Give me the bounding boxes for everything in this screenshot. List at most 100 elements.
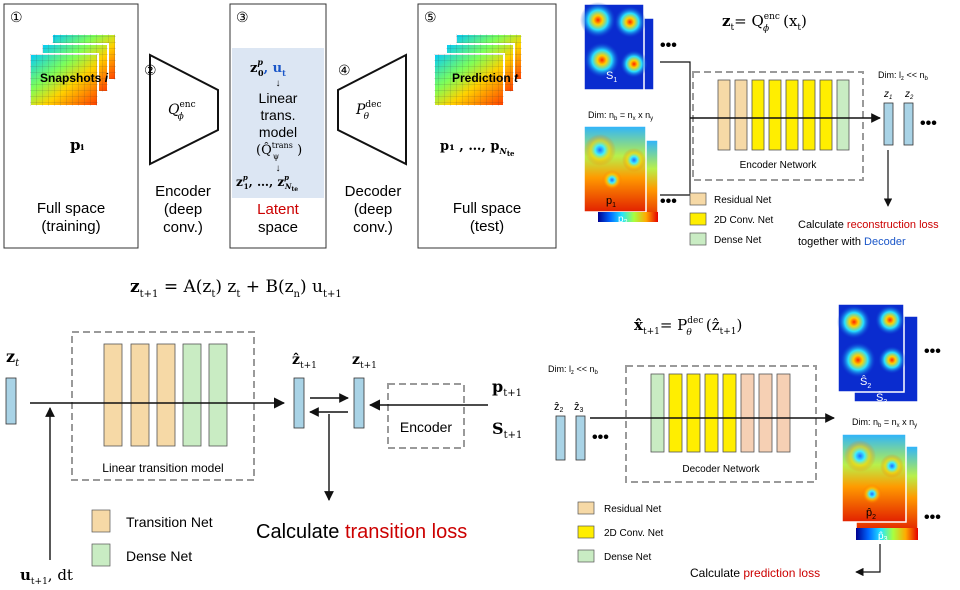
calc-transition-loss: transition loss: [345, 521, 467, 543]
svg-text:zp0, ut: zp0, ut: [250, 57, 286, 78]
enc-latent-dim-rest: << n: [904, 70, 925, 80]
p-sequence: p₁ , …, p: [440, 139, 500, 154]
dec-eq-arg-sub: t+1: [720, 327, 737, 337]
svg-text:Calculate prediction loss: Calculate prediction loss: [690, 566, 820, 580]
dec-z2: ẑ: [554, 401, 560, 413]
trans-p-input: p: [492, 377, 503, 396]
p-dec-sub: θ: [364, 112, 370, 122]
decoder-caption-2: (deep: [354, 201, 392, 218]
calc-recon-loss: reconstruction loss: [847, 219, 939, 231]
enc-dim-sub: b: [614, 116, 618, 122]
dec-latent-dim-sub: z: [571, 370, 574, 376]
trans-z1: z: [352, 352, 360, 368]
legend-conv: 2D Conv. Net: [714, 215, 774, 226]
trans-zt-sub: t: [15, 358, 20, 369]
latent-model-line3: model: [259, 124, 297, 140]
p-sequence-sub2: te: [507, 149, 515, 158]
u-symbol: , u: [264, 61, 283, 76]
enc-eq-phi: ϕ: [763, 24, 769, 34]
linear-transition-box: [71, 331, 255, 481]
legend-residual: Residual Net: [714, 195, 771, 206]
svg-text:Calculate reconstruction loss: Calculate reconstruction loss: [798, 219, 939, 231]
svg-text:Ŝ3: Ŝ3: [876, 391, 887, 406]
encoder-caption-2: (deep: [164, 201, 202, 218]
step-3-number: ③: [236, 9, 249, 25]
s2-sub: 2: [629, 98, 633, 105]
snapshot-stack: [29, 33, 117, 107]
enc-dim-label: Dim: n: [588, 110, 614, 120]
p-hat-ellipsis: •••: [924, 509, 941, 526]
full-space-training-line2: (training): [41, 218, 100, 235]
dec-eq-theta: θ: [686, 328, 692, 338]
trans-s-sub: t+1: [504, 430, 523, 441]
snapshots-title: Snapshots: [40, 71, 102, 85]
q-enc-sub: ϕ: [178, 112, 184, 122]
prediction-title: Prediction: [452, 71, 511, 85]
decoder-network-box: [625, 365, 817, 483]
prediction-var: t: [514, 71, 519, 85]
enc-eq-sub: t: [731, 23, 735, 33]
zn-sub: N: [284, 182, 292, 191]
trans-encoder-label: Encoder: [400, 419, 452, 435]
enc-latent-dim-sub2: b: [925, 76, 929, 82]
p-sequence-sub: N: [499, 146, 508, 156]
step-2-number: ②: [144, 62, 157, 78]
zt-vector: [5, 377, 17, 425]
q-trans-symbol: (Q̂: [256, 142, 272, 158]
svg-text:Dim: lz << nb: Dim: lz << nb: [878, 70, 929, 82]
p2-label: p: [618, 214, 624, 225]
svg-text:Dim: nb = nx x ny: Dim: nb = nx x ny: [852, 417, 917, 429]
svg-text:zt+1: zt+1: [352, 352, 377, 371]
encoder-caption-1: Encoder: [155, 183, 211, 200]
enc-dim-rest: = n: [617, 110, 632, 120]
p-i-symbol: pᵢ: [70, 136, 84, 154]
dec-eq-p: = P: [660, 316, 687, 334]
trans-zhat-sub: t+1: [300, 361, 317, 371]
z-ellipsis: •••: [920, 115, 937, 132]
p-hat-2-sub: 2: [872, 514, 876, 521]
dec-dim-sub: b: [878, 423, 882, 429]
s1-sub: 1: [613, 77, 617, 84]
svg-text:p̂3: p̂3: [878, 530, 888, 543]
p-ellipsis: •••: [660, 193, 677, 210]
encoder-network-box: [692, 71, 864, 181]
z1-sub: 1: [244, 182, 249, 191]
zn-sub2: te: [291, 186, 298, 193]
latent-model-line2: trans.: [260, 107, 295, 123]
dec-z2-vector: [555, 415, 566, 461]
trans-eq-mid: = A(z: [158, 277, 211, 297]
svg-text:z1: z1: [883, 89, 892, 101]
latent-arrow-1: ↓: [276, 78, 281, 89]
zn-sup: p: [284, 173, 289, 182]
enc-dim-sub2: x: [633, 116, 636, 122]
s-ellipsis: •••: [660, 37, 677, 54]
enc-z2-vector: [903, 102, 914, 146]
dec-latent-dim-rest: << n: [574, 364, 595, 374]
enc-latent-dim: Dim: l: [878, 70, 901, 80]
z0-sup: p: [257, 57, 263, 67]
dec-legend-residual: Residual Net: [604, 504, 661, 515]
panel-full-space-training: ① Snapshots i pᵢ Full space (training): [3, 3, 139, 249]
svg-text:S2: S2: [622, 91, 633, 105]
svg-text:p2: p2: [618, 214, 628, 226]
dec-legend-dense: Dense Net: [604, 552, 651, 563]
svg-text:Ŝ2: Ŝ2: [860, 375, 871, 390]
enc-dim-sub3: y: [650, 116, 653, 122]
svg-text:ẑt+1: ẑt+1: [292, 352, 317, 371]
p-hat-3-sub: 3: [884, 536, 888, 543]
dec-dim-label: Dim: n: [852, 417, 878, 427]
trans-u-dt: , dt: [48, 566, 73, 584]
step-5-number: ⑤: [424, 9, 437, 25]
p2-sub: 2: [624, 219, 628, 226]
dec-eq-sub: t+1: [643, 327, 660, 337]
svg-text:Dim: lz << nb: Dim: lz << nb: [548, 364, 599, 376]
z-next-vector: [353, 377, 365, 429]
p-dec-symbol: P: [355, 102, 366, 118]
full-space-test-line2: (test): [470, 218, 504, 235]
